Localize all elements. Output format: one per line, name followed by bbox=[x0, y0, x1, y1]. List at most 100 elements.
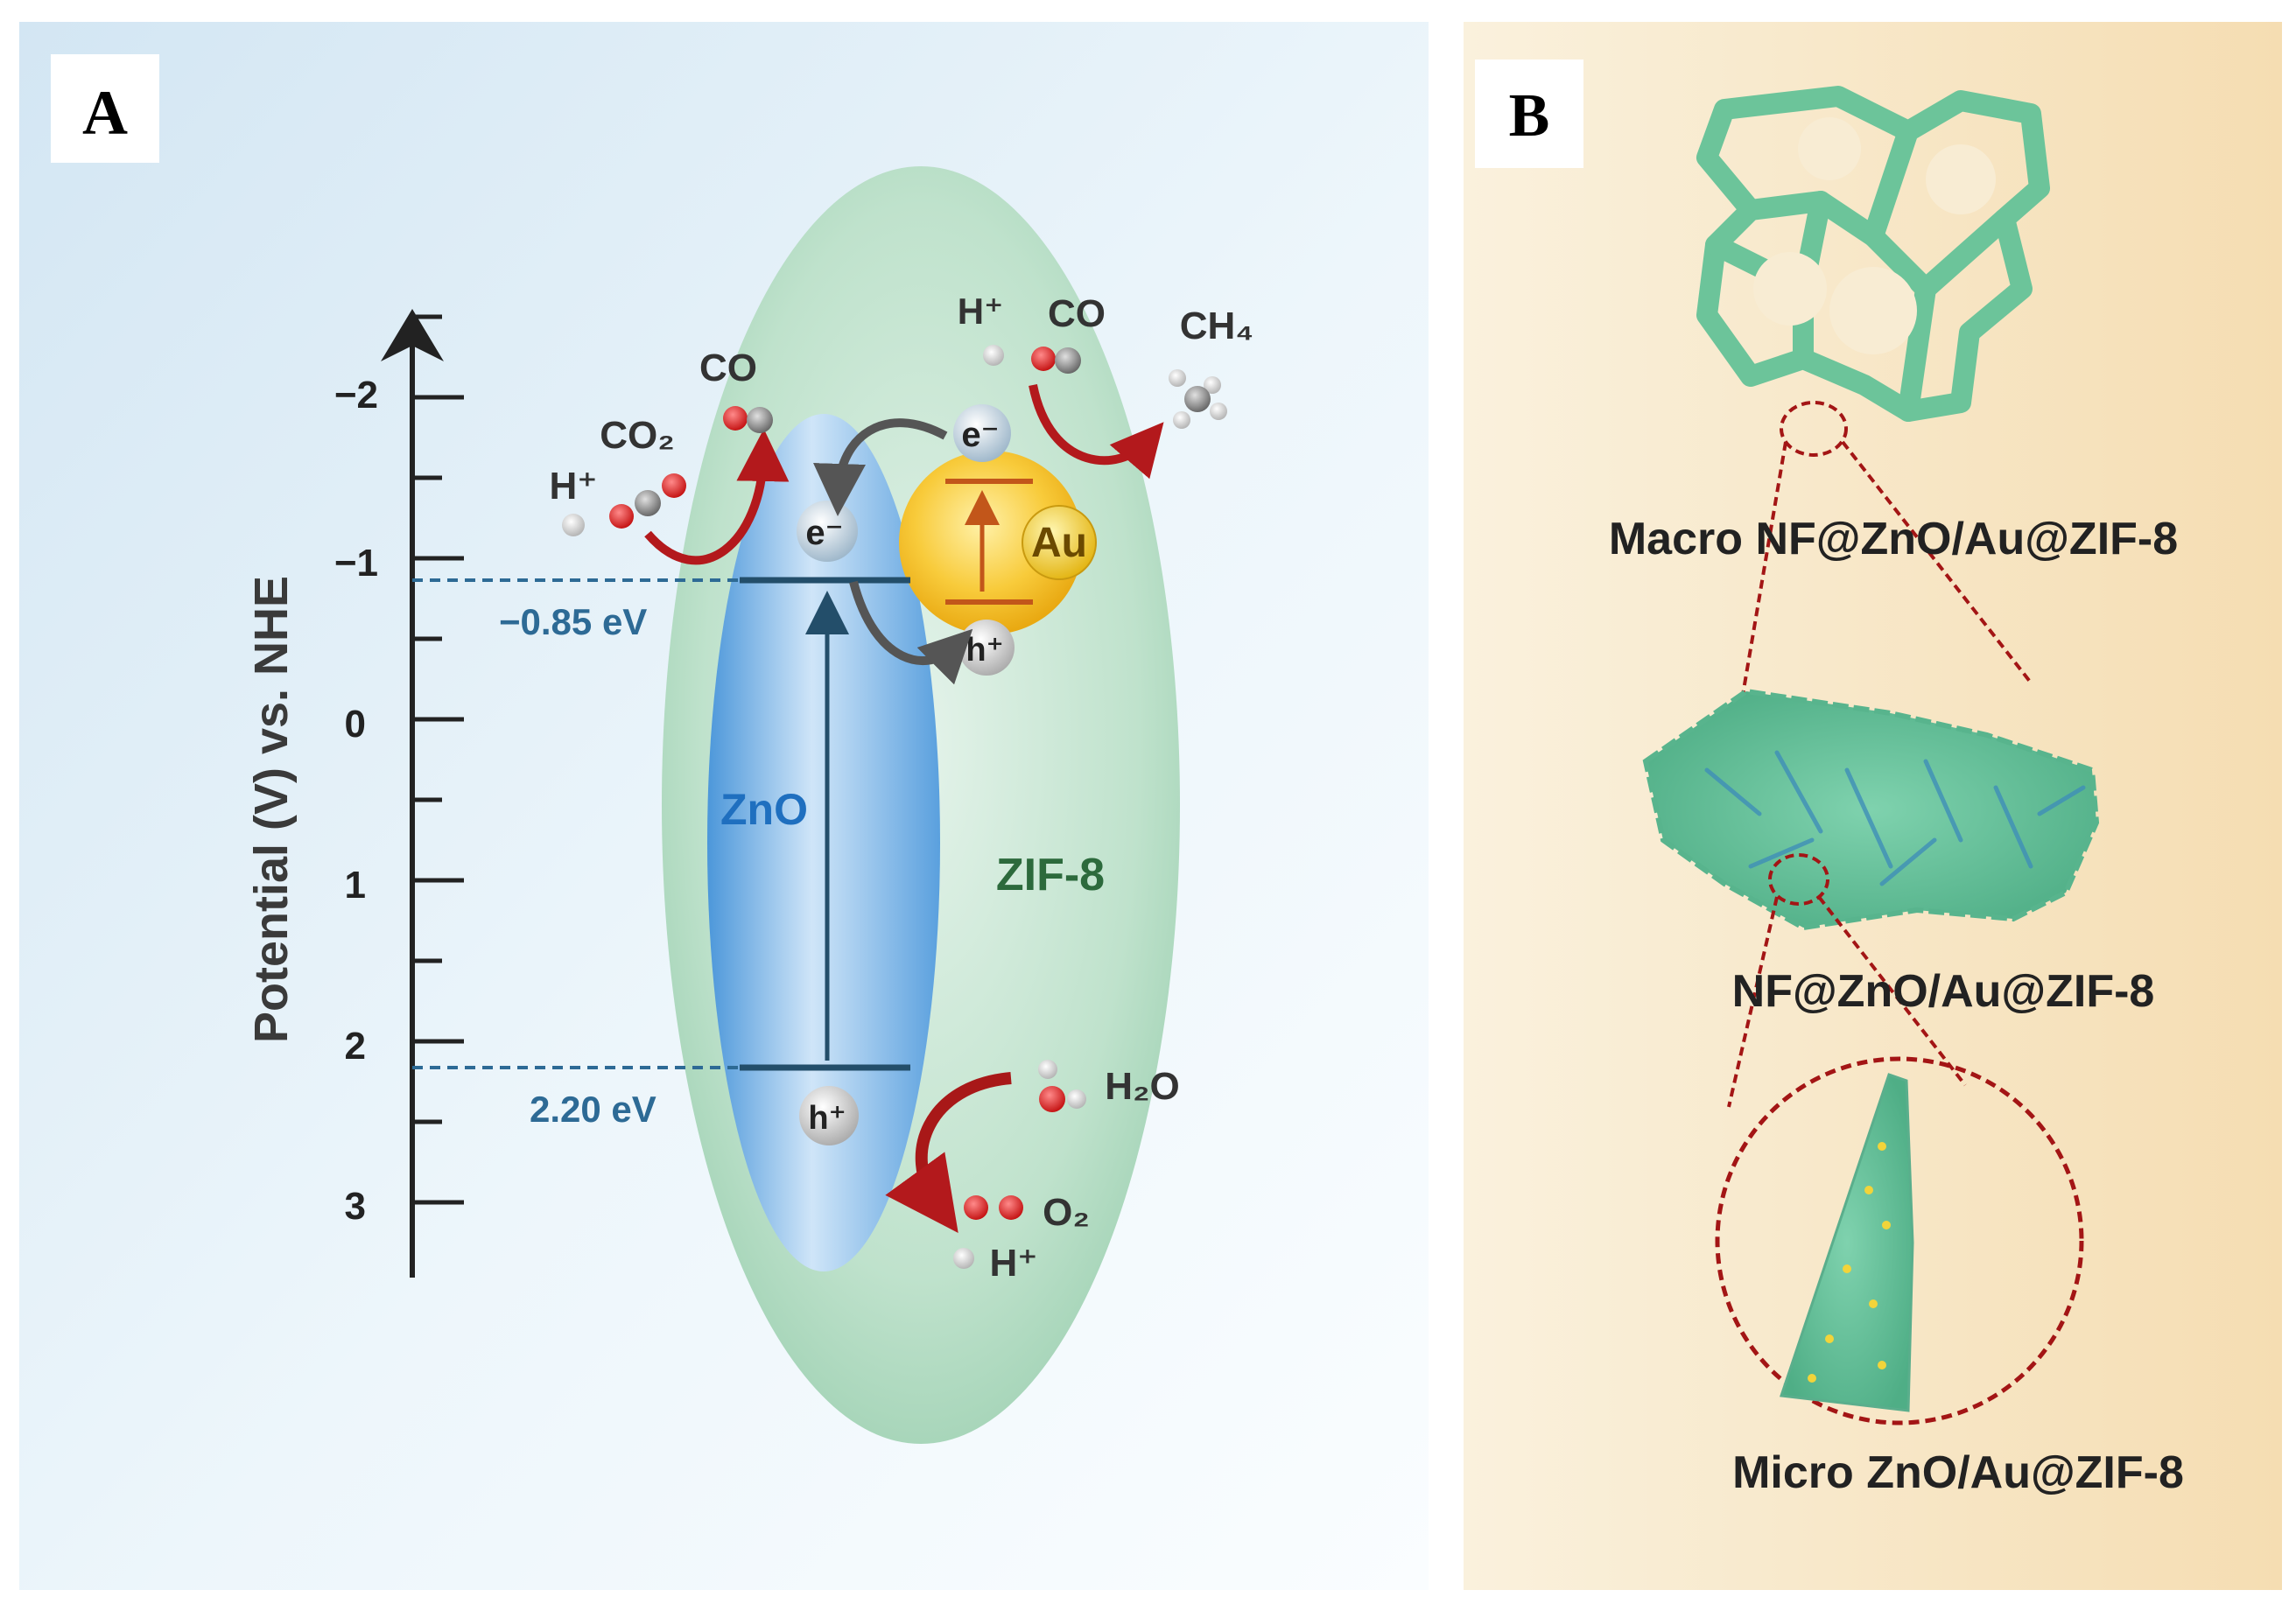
proton-left: H⁺ bbox=[550, 465, 598, 536]
potential-axis: −2 −1 0 1 2 3 Potential (V) vs. NHE bbox=[245, 309, 464, 1278]
proton-bottom-label: H⁺ bbox=[990, 1242, 1038, 1285]
tick-label-3: 3 bbox=[345, 1185, 366, 1228]
hole-au-label: h⁺ bbox=[965, 632, 1003, 669]
au-np-8 bbox=[1808, 1374, 1816, 1383]
foam-strut-inner-1 bbox=[1740, 121, 1919, 247]
single-nanorod bbox=[1779, 1073, 1914, 1412]
co-left-c bbox=[747, 407, 773, 433]
hole-zno-ball bbox=[799, 1086, 859, 1145]
vb-energy-label: 2.20 eV bbox=[530, 1089, 657, 1130]
spike-2 bbox=[1774, 750, 1823, 834]
middle-caption: NF@ZnO/Au@ZIF-8 bbox=[1732, 966, 2155, 1017]
spike-1 bbox=[1704, 767, 1762, 816]
proton-top-label: H⁺ bbox=[958, 291, 1004, 332]
cb-energy-label: −0.85 eV bbox=[499, 601, 647, 642]
zoom-line-1a bbox=[1740, 441, 1787, 701]
co-top-label: CO bbox=[1048, 292, 1106, 335]
au-np-5 bbox=[1869, 1299, 1878, 1308]
nanorod-spikes bbox=[1704, 750, 2086, 886]
ch4-h4 bbox=[1210, 403, 1227, 420]
panel-b: B Macro NF@ZnO/Au@ZIF-8 bbox=[1464, 22, 2282, 1590]
proton-left-atom bbox=[562, 514, 585, 536]
water-h2 bbox=[1067, 1089, 1086, 1109]
strut-zoom-circle bbox=[1768, 853, 1829, 906]
spike-5 bbox=[1993, 785, 2033, 869]
proton-bottom: H⁺ bbox=[953, 1242, 1038, 1285]
proton-top-atom bbox=[983, 345, 1004, 366]
spike-4 bbox=[1923, 759, 1963, 843]
water-oxidation-arrow bbox=[885, 1072, 1012, 1233]
electron-au: e⁻ bbox=[953, 404, 1011, 462]
micro-caption: Micro ZnO/Au@ZIF-8 bbox=[1732, 1447, 2184, 1498]
water-molecule: H₂O bbox=[1038, 1060, 1180, 1112]
hole-au: h⁺ bbox=[958, 620, 1015, 676]
panel-a: A −2 −1 0 1 2 3 Potential (V) vs. NHE Au bbox=[19, 22, 1429, 1590]
au-core bbox=[1022, 505, 1097, 580]
water-h1 bbox=[1038, 1060, 1057, 1079]
proton-left-label: H⁺ bbox=[550, 465, 598, 508]
hole-zno-label: h⁺ bbox=[808, 1100, 846, 1137]
o2-label: O₂ bbox=[1043, 1191, 1090, 1234]
tick-label-neg1: −1 bbox=[334, 542, 378, 585]
electron-au-label: e⁻ bbox=[961, 416, 999, 454]
co-top-c bbox=[1055, 347, 1081, 374]
tick-label-0: 0 bbox=[345, 703, 366, 746]
water-label: H₂O bbox=[1105, 1065, 1180, 1108]
co2-c bbox=[635, 490, 661, 516]
au-particle: Au bbox=[899, 451, 1097, 634]
au-np-4 bbox=[1843, 1264, 1851, 1273]
spike-7 bbox=[1879, 837, 1937, 886]
au-halo bbox=[899, 451, 1083, 634]
zoom-line-1b bbox=[1841, 440, 2033, 684]
co2-molecule: CO₂ bbox=[600, 414, 686, 529]
hole-transfer-arrow bbox=[849, 580, 973, 685]
axis-ticks bbox=[412, 314, 464, 1205]
au-label: Au bbox=[1031, 520, 1087, 566]
foam-pore-1 bbox=[1753, 252, 1827, 326]
zoom-line-2a bbox=[1727, 896, 1779, 1108]
foam-pore-2 bbox=[1829, 267, 1917, 354]
co-left: CO bbox=[699, 347, 773, 433]
ch4-c bbox=[1184, 386, 1211, 412]
zif8-label: ZIF-8 bbox=[996, 850, 1105, 900]
au-nanoparticles bbox=[1808, 1142, 1891, 1383]
macro-caption: Macro NF@ZnO/Au@ZIF-8 bbox=[1609, 514, 2178, 564]
water-o bbox=[1039, 1086, 1065, 1112]
co-left-o bbox=[723, 406, 748, 431]
tick-label-neg2: −2 bbox=[334, 374, 378, 417]
macro-zoom-circle bbox=[1780, 401, 1848, 457]
ch4-label: CH₄ bbox=[1180, 305, 1254, 347]
micro-zoom-circle bbox=[1715, 1056, 2084, 1425]
electron-transfer-arrow bbox=[813, 418, 948, 516]
nanorod-strut bbox=[1642, 688, 2100, 931]
panel-a-label-box bbox=[51, 54, 159, 163]
au-np-6 bbox=[1825, 1334, 1834, 1343]
co2-o1 bbox=[609, 504, 634, 529]
foam-pore-3 bbox=[1926, 144, 1996, 214]
co2-o2 bbox=[662, 473, 686, 498]
ch4-molecule: CH₄ bbox=[1169, 305, 1253, 429]
panel-a-label: A bbox=[82, 78, 128, 148]
foam-pore-4 bbox=[1798, 117, 1861, 180]
hole-zno: h⁺ bbox=[799, 1086, 859, 1145]
zno-band bbox=[707, 414, 940, 1271]
au-np-3 bbox=[1882, 1221, 1891, 1229]
macro-foam-pores bbox=[1753, 117, 1996, 354]
axis-title: Potential (V) vs. NHE bbox=[245, 576, 298, 1043]
axis-tick-labels: −2 −1 0 1 2 3 bbox=[334, 374, 378, 1228]
tick-label-1: 1 bbox=[345, 864, 366, 907]
foam-strut-inner-4 bbox=[1898, 278, 1936, 422]
proton-top: H⁺ bbox=[958, 291, 1004, 366]
co-top-o bbox=[1031, 347, 1056, 371]
zoom-line-2b bbox=[1817, 895, 1967, 1087]
zno-label: ZnO bbox=[720, 785, 808, 834]
o2-o2 bbox=[999, 1195, 1023, 1220]
spike-3 bbox=[1844, 767, 1893, 869]
electron-au-ball bbox=[953, 404, 1011, 462]
electron-zno: e⁻ bbox=[797, 501, 858, 562]
co2-reduction-arrow bbox=[644, 429, 790, 565]
spike-8 bbox=[2037, 785, 2086, 816]
panel-b-label-box bbox=[1475, 60, 1583, 168]
au-np-7 bbox=[1878, 1361, 1886, 1369]
